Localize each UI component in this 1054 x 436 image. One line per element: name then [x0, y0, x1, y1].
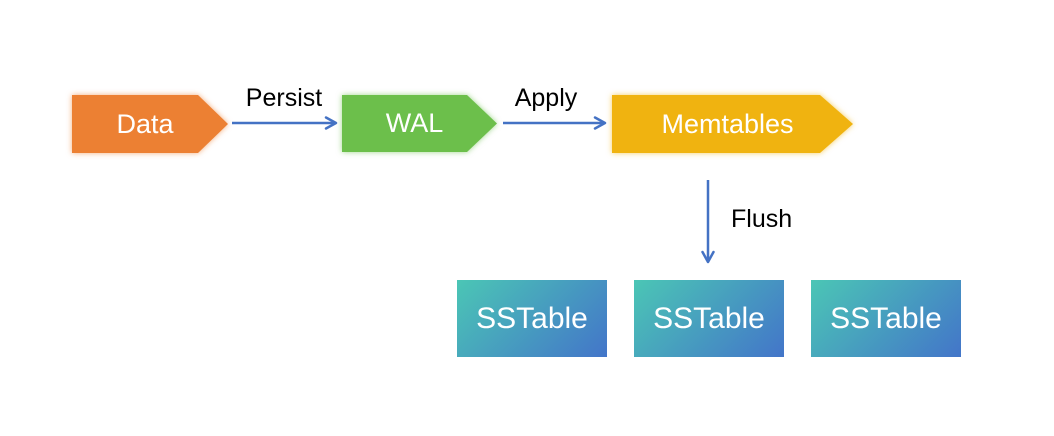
node-sstable-1-label: SSTable [476, 301, 588, 335]
node-memtables: Memtables [612, 95, 853, 153]
node-wal-shape: WAL [342, 95, 497, 152]
node-sstable-3: SSTable [811, 280, 961, 357]
persist-edge-label: Persist [245, 84, 323, 112]
node-wal-label: WAL [385, 108, 444, 138]
node-sstable-3-label: SSTable [830, 301, 942, 335]
node-wal: WAL [342, 95, 497, 152]
node-sstable-2: SSTable [634, 280, 784, 357]
node-memtables-shape: Memtables [612, 95, 853, 153]
node-data-shape: Data [72, 95, 228, 153]
node-data: Data [72, 95, 228, 153]
node-memtables-label: Memtables [661, 108, 794, 139]
node-data-label: Data [116, 108, 174, 139]
apply-edge-label: Apply [514, 84, 578, 112]
node-sstable-1: SSTable [457, 280, 607, 357]
flush-edge-label: Flush [731, 205, 793, 233]
node-sstable-2-label: SSTable [653, 301, 765, 335]
